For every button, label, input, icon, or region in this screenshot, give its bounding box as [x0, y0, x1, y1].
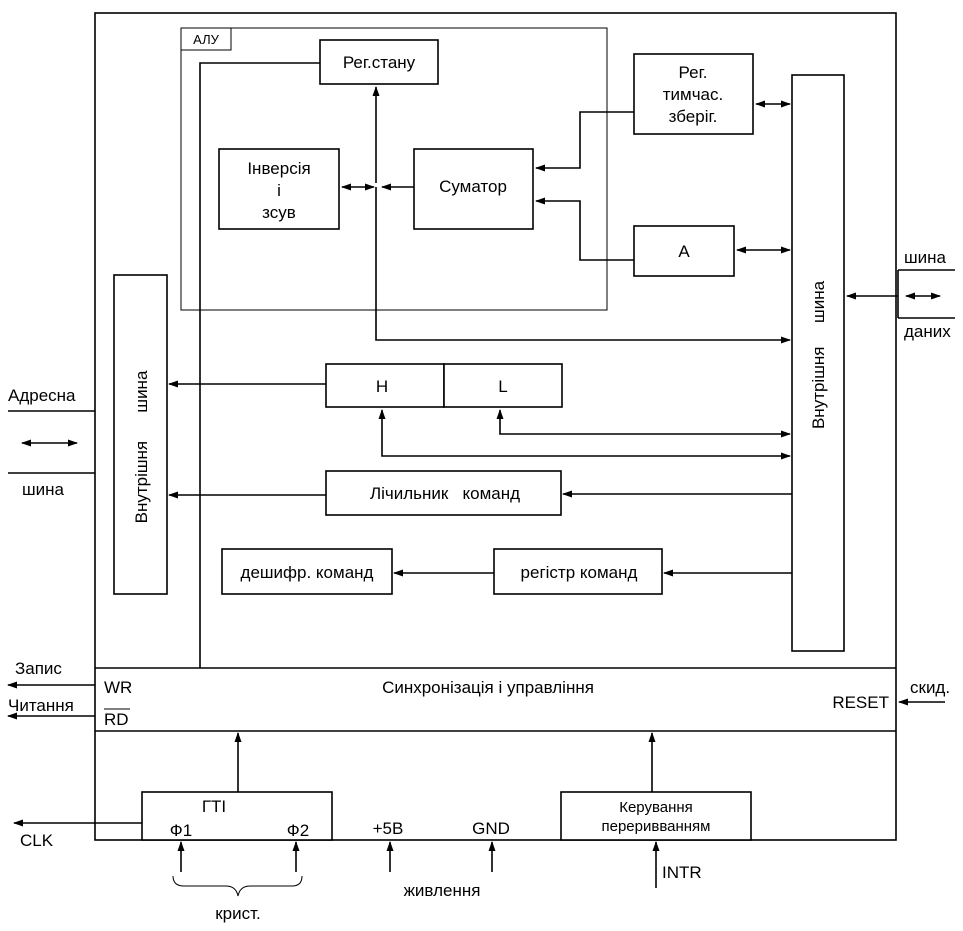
clk-label: CLK: [20, 831, 54, 850]
gnd-label: GND: [472, 819, 510, 838]
reset-signal-label: RESET: [832, 693, 889, 712]
register-h-label: H: [376, 377, 388, 396]
instruction-decoder: [221, 548, 393, 595]
data-bus-label-2: даних: [904, 322, 951, 341]
temp-reg-label-3: зберіг.: [669, 107, 718, 126]
inversion-label-3: зсув: [262, 203, 296, 222]
register-l-label: L: [498, 377, 507, 396]
interrupt-control: [560, 791, 752, 841]
alu-label-box: [180, 27, 232, 51]
processor-outline: [94, 12, 897, 841]
sync-control-label: Синхронізація і управління: [382, 678, 594, 697]
temp-to-adder-arrow: [535, 111, 634, 172]
write-label: Запис: [15, 659, 62, 678]
addr-bus-label-1: Адресна: [8, 386, 76, 405]
addr-bus-label-2: шина: [22, 480, 65, 499]
adder: [413, 148, 534, 230]
clock-generator-label: ГТІ: [202, 797, 226, 816]
interrupt-control-label-1: Керування: [619, 799, 693, 816]
register-l: [443, 363, 563, 408]
inversion-label-2: і: [277, 181, 281, 200]
adder-label: Суматор: [439, 177, 507, 196]
status-register-label: Рег.стану: [343, 53, 416, 72]
read-label: Читання: [8, 696, 74, 715]
temp-storage-register: [633, 53, 754, 135]
phi2-label: Ф2: [287, 821, 309, 840]
internal-address-bus-label: Внутрішня шина: [132, 370, 151, 523]
crystal-label: крист.: [215, 904, 261, 923]
accumulator: [633, 225, 735, 277]
alu-label: АЛУ: [193, 32, 219, 47]
inversion-label-1: Інверсія: [247, 159, 310, 178]
alu-to-bus-line: [375, 187, 791, 344]
temp-reg-label-1: Рег.: [679, 63, 708, 82]
clock-generator: [141, 791, 333, 841]
interrupt-control-label-2: переривванням: [602, 818, 711, 835]
program-counter: [325, 470, 562, 516]
inversion-shift-unit: [218, 148, 340, 230]
rd-signal-label: RD: [104, 710, 129, 729]
internal-data-bus-label: Внутрішня шина: [809, 280, 828, 429]
instruction-decoder-label: дешифр. команд: [241, 563, 374, 582]
data-bus-label-1: шина: [904, 248, 947, 267]
wr-signal-label: WR: [104, 678, 132, 697]
plus5v-label: +5В: [373, 819, 404, 838]
instruction-register-label: регістр команд: [521, 563, 638, 582]
internal-address-bus: [113, 274, 168, 595]
program-counter-label: Лічильник команд: [370, 484, 520, 503]
power-label: живлення: [404, 881, 481, 900]
reset-in-label: скид.: [910, 678, 950, 697]
acc-to-adder-arrow: [535, 197, 634, 261]
intr-label: INTR: [662, 863, 702, 882]
h-bus-arrow: [378, 409, 791, 460]
internal-data-bus: [791, 74, 845, 652]
status-register: [319, 39, 439, 85]
crystal-brace: [172, 875, 303, 897]
accumulator-label: A: [678, 242, 690, 261]
phi1-label: Ф1: [170, 821, 192, 840]
status-feedback-line: [199, 62, 320, 668]
alu-region: [180, 27, 608, 311]
instruction-register: [493, 548, 663, 595]
temp-reg-label-2: тимчас.: [663, 85, 724, 104]
